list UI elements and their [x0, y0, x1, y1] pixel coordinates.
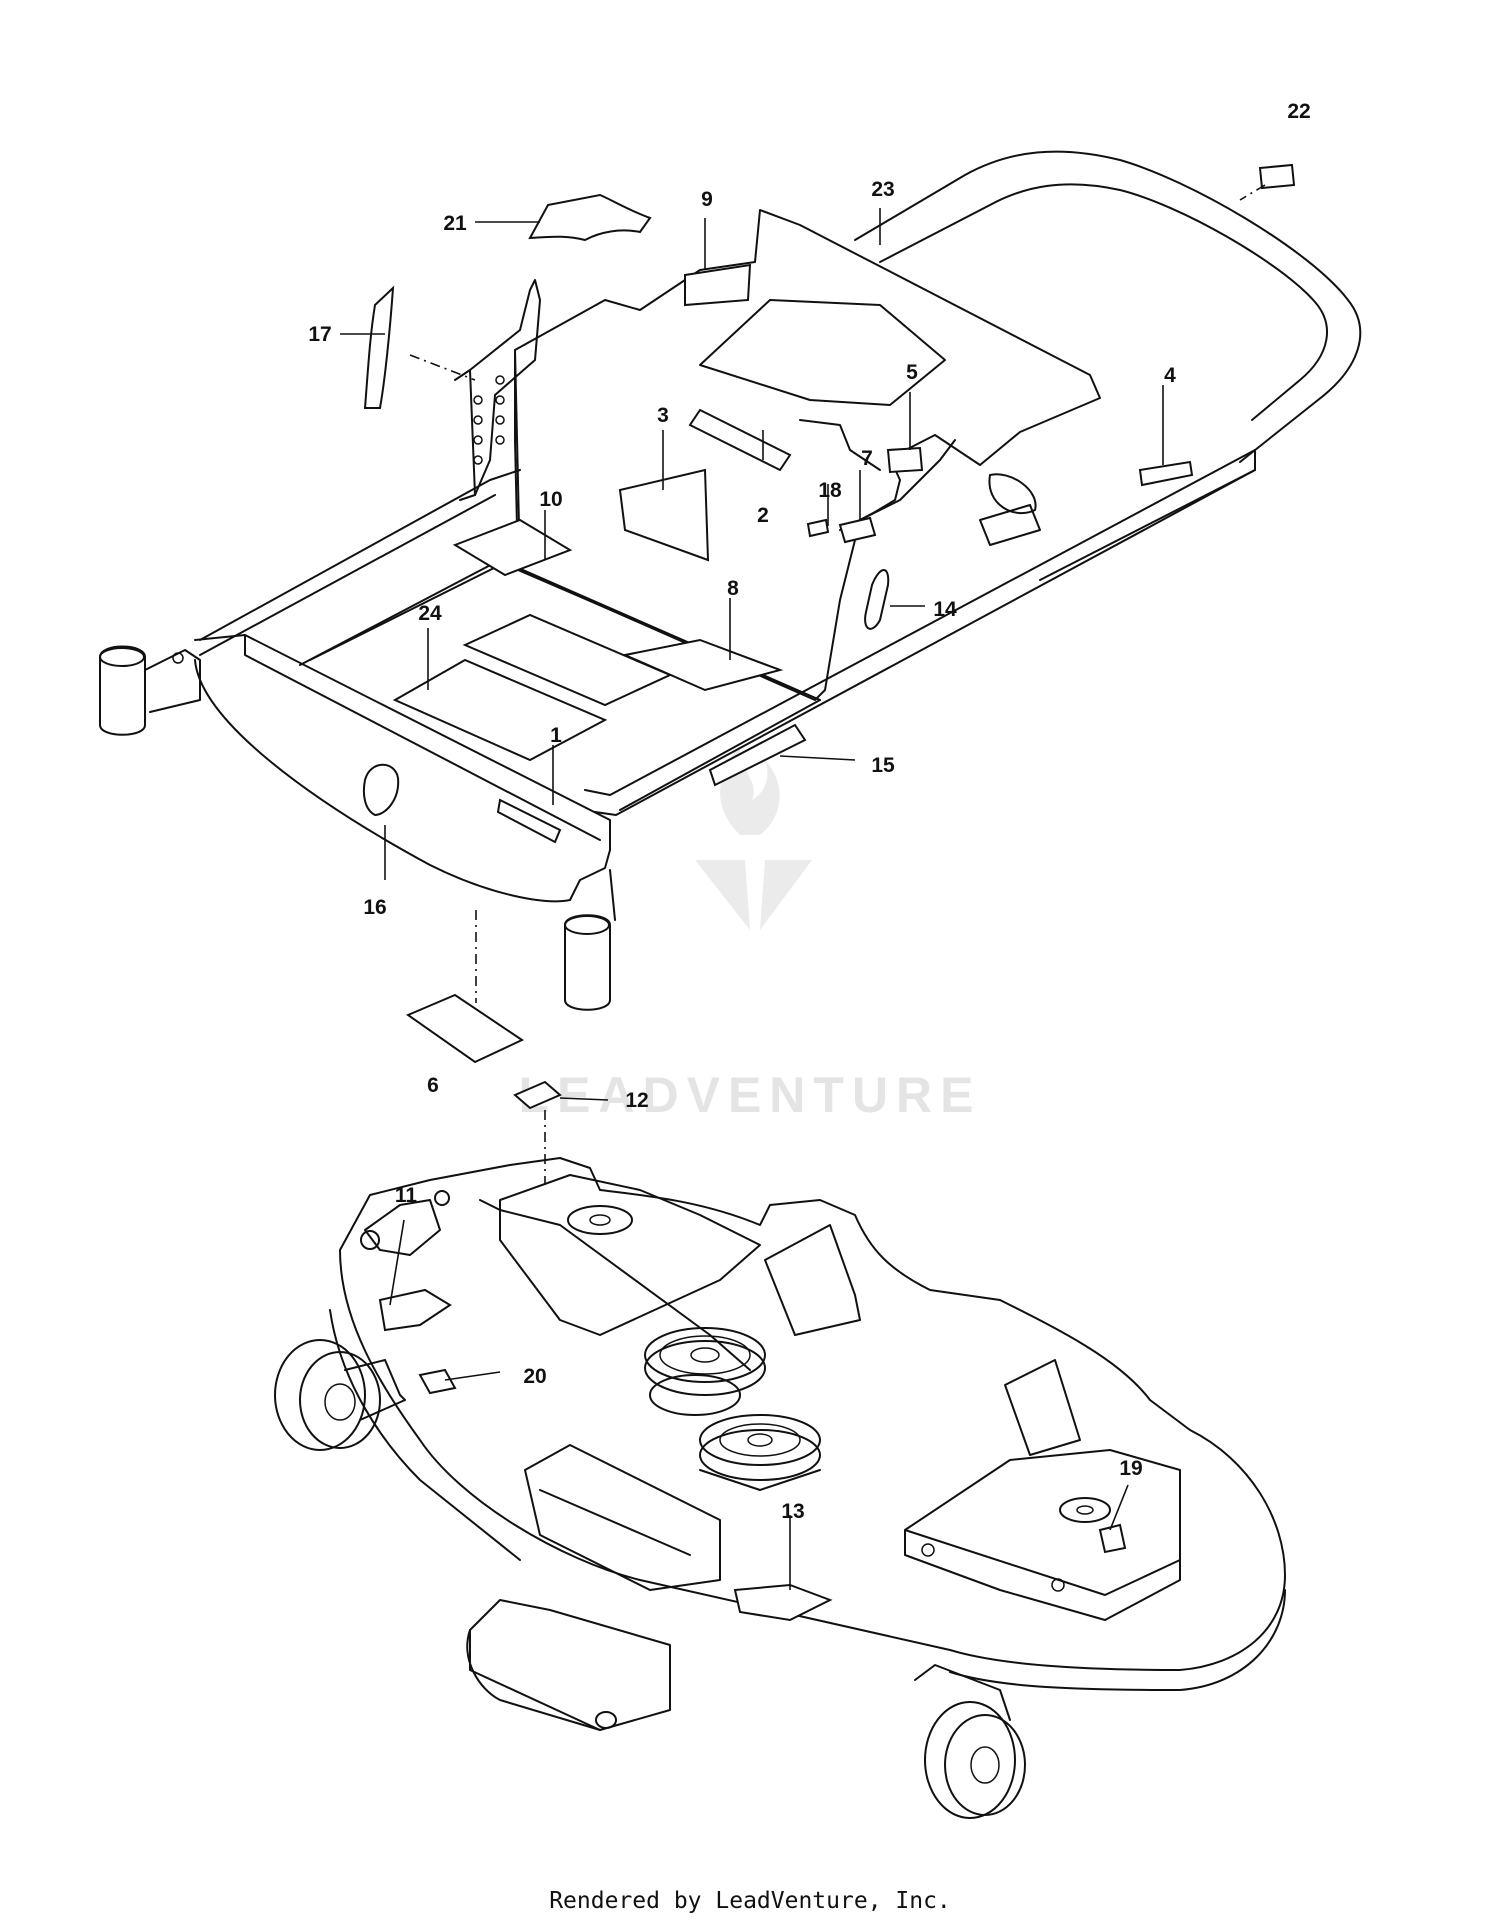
decal-2	[688, 408, 792, 472]
decal-5	[886, 446, 924, 474]
callout-2: 2	[757, 504, 769, 527]
callout-5: 5	[906, 361, 918, 384]
callout-7: 7	[861, 447, 873, 470]
callout-18: 18	[818, 479, 842, 502]
decal-11	[378, 1288, 452, 1332]
callout-14: 14	[933, 598, 957, 621]
left-caster-wheel	[274, 1339, 406, 1451]
decal-7	[838, 516, 877, 544]
callout-4: 4	[1164, 364, 1176, 387]
decal-19	[1098, 1523, 1127, 1554]
decal-9	[684, 263, 752, 307]
decal-8	[621, 638, 784, 692]
callout-17: 17	[308, 323, 331, 346]
tractor-frame	[99, 150, 1362, 1011]
callout-24: 24	[418, 602, 442, 625]
callout-23: 23	[871, 178, 894, 201]
callout-labels: 1 2 3 4 5 6 7 8 9 10 11 12 13 14 15 16 1…	[308, 100, 1310, 1523]
decal-20	[418, 1368, 457, 1395]
callout-6: 6	[427, 1074, 439, 1097]
callout-22: 22	[1287, 100, 1310, 123]
frame-decals	[362, 163, 1296, 1110]
mower-deck	[274, 1157, 1286, 1819]
decal-18	[806, 518, 830, 538]
callout-10: 10	[539, 488, 562, 511]
adjust-holes	[473, 375, 505, 465]
callout-3: 3	[657, 404, 669, 427]
decal-1	[496, 798, 562, 844]
decal-15	[708, 723, 807, 787]
decal-17	[363, 285, 395, 409]
right-caster-wheel	[914, 1664, 1026, 1819]
decal-10	[452, 518, 573, 577]
decal-14	[864, 569, 890, 630]
callout-9: 9	[701, 188, 713, 211]
decal-21	[528, 193, 652, 242]
footer-credit: Rendered by LeadVenture, Inc.	[549, 1888, 951, 1914]
callout-11: 11	[395, 1184, 418, 1207]
decal-4	[1138, 460, 1194, 487]
callout-1: 1	[550, 724, 562, 747]
callout-15: 15	[871, 754, 895, 777]
decal-16	[362, 763, 400, 817]
leader-lines	[340, 184, 1266, 1590]
callout-8: 8	[727, 577, 739, 600]
decal-6	[405, 993, 525, 1064]
center-pulley	[644, 1327, 766, 1416]
decal-12	[513, 1080, 562, 1110]
decal-3	[618, 468, 710, 562]
callout-16: 16	[363, 896, 386, 919]
callout-19: 19	[1119, 1457, 1142, 1480]
decal-22	[1258, 163, 1296, 190]
callout-13: 13	[781, 1500, 804, 1523]
decal-24b	[462, 613, 673, 707]
idler-pulley	[699, 1414, 821, 1491]
callout-20: 20	[523, 1365, 546, 1388]
watermark-text: LEADVENTURE	[518, 1067, 981, 1123]
decal-24a	[392, 658, 608, 762]
callout-12: 12	[625, 1089, 648, 1112]
decal-13	[733, 1583, 833, 1622]
callout-21: 21	[443, 212, 467, 235]
